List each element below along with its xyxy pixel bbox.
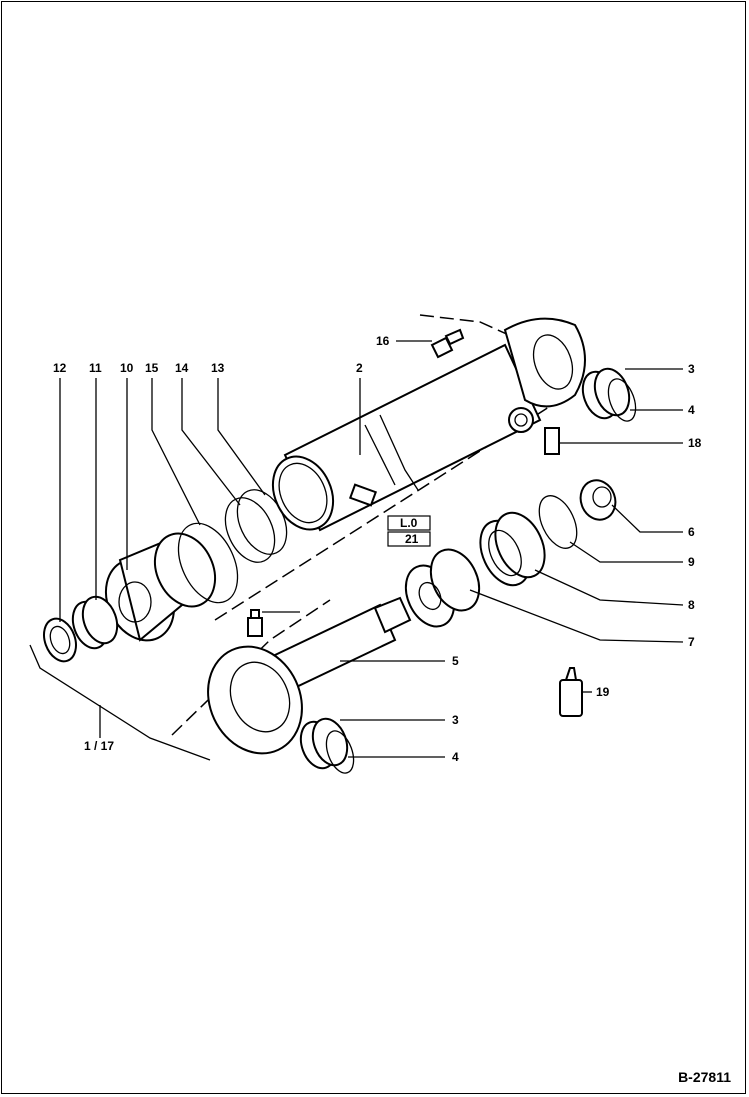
callout-labels: 12 11 10 15 14 13 2 16 3 4 18 6 9 8 7 5 … xyxy=(53,334,702,764)
barrel-mounting-eye xyxy=(503,317,586,433)
backup-ring-13 xyxy=(236,489,288,555)
grease-nipple-rod xyxy=(247,609,263,637)
callout-3-lower: 3 xyxy=(452,713,459,727)
bearing-3-upper xyxy=(581,367,631,420)
callout-13: 13 xyxy=(211,361,225,375)
callout-2: 2 xyxy=(356,361,363,375)
piston-rod-5 xyxy=(207,596,412,755)
set-screw-18 xyxy=(544,427,560,455)
grease-nipple-16 xyxy=(430,328,465,359)
bearing-11 xyxy=(71,595,119,650)
grease-nipple-guide-line xyxy=(419,314,521,341)
callout-3-upper: 3 xyxy=(688,362,695,376)
nut-6 xyxy=(579,479,617,521)
callout-5: 5 xyxy=(452,654,459,668)
callout-7: 7 xyxy=(688,635,695,649)
cylinder-barrel xyxy=(271,343,542,532)
callout-11: 11 xyxy=(89,361,102,375)
rod-axis-line xyxy=(171,599,331,736)
wiper-8 xyxy=(479,511,546,587)
leader-lines xyxy=(29,340,684,761)
callout-10: 10 xyxy=(120,361,134,375)
callout-14: 14 xyxy=(175,361,189,375)
adhesive-tube-19 xyxy=(559,667,583,717)
o-ring-14 xyxy=(224,497,276,563)
callout-6: 6 xyxy=(688,525,695,539)
circlip-4-lower xyxy=(325,730,355,774)
callout-15: 15 xyxy=(145,361,159,375)
guide-bush-7 xyxy=(404,548,481,628)
wear-ring-12 xyxy=(43,617,77,663)
bearing-3-lower xyxy=(299,717,349,770)
callout-18: 18 xyxy=(688,436,702,450)
callout-12: 12 xyxy=(53,361,67,375)
callout-1-17: 1 / 17 xyxy=(84,739,114,753)
seal-ring-15 xyxy=(177,522,239,604)
callout-19: 19 xyxy=(596,685,610,699)
callout-4-lower: 4 xyxy=(452,750,459,764)
callout-9: 9 xyxy=(688,555,695,569)
stamp-bottom-text: 21 xyxy=(405,532,419,546)
stamp-top-text: L.0 xyxy=(400,516,418,530)
circlip-4-upper xyxy=(607,378,637,422)
seal-ring-9 xyxy=(538,495,578,549)
drawing-id: B-27811 xyxy=(678,1069,731,1085)
callout-4-upper: 4 xyxy=(688,403,695,417)
callout-8: 8 xyxy=(688,598,695,612)
callout-16: 16 xyxy=(376,334,390,348)
reference-stamp: L.0 21 xyxy=(387,515,431,547)
